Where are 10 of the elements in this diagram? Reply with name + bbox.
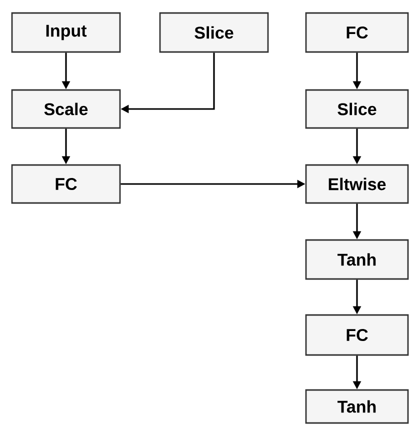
process-box: Tanh <box>305 389 409 424</box>
process-box: Input <box>11 12 121 53</box>
process-box: FC <box>11 164 121 204</box>
process-box: Scale <box>11 89 121 129</box>
process-box: FC <box>305 12 409 53</box>
process-box: Slice <box>305 89 409 129</box>
process-box: Tanh <box>305 239 409 280</box>
process-box: FC <box>305 314 409 356</box>
process-box: Slice <box>159 12 269 53</box>
process-box: Eltwise <box>305 164 409 204</box>
